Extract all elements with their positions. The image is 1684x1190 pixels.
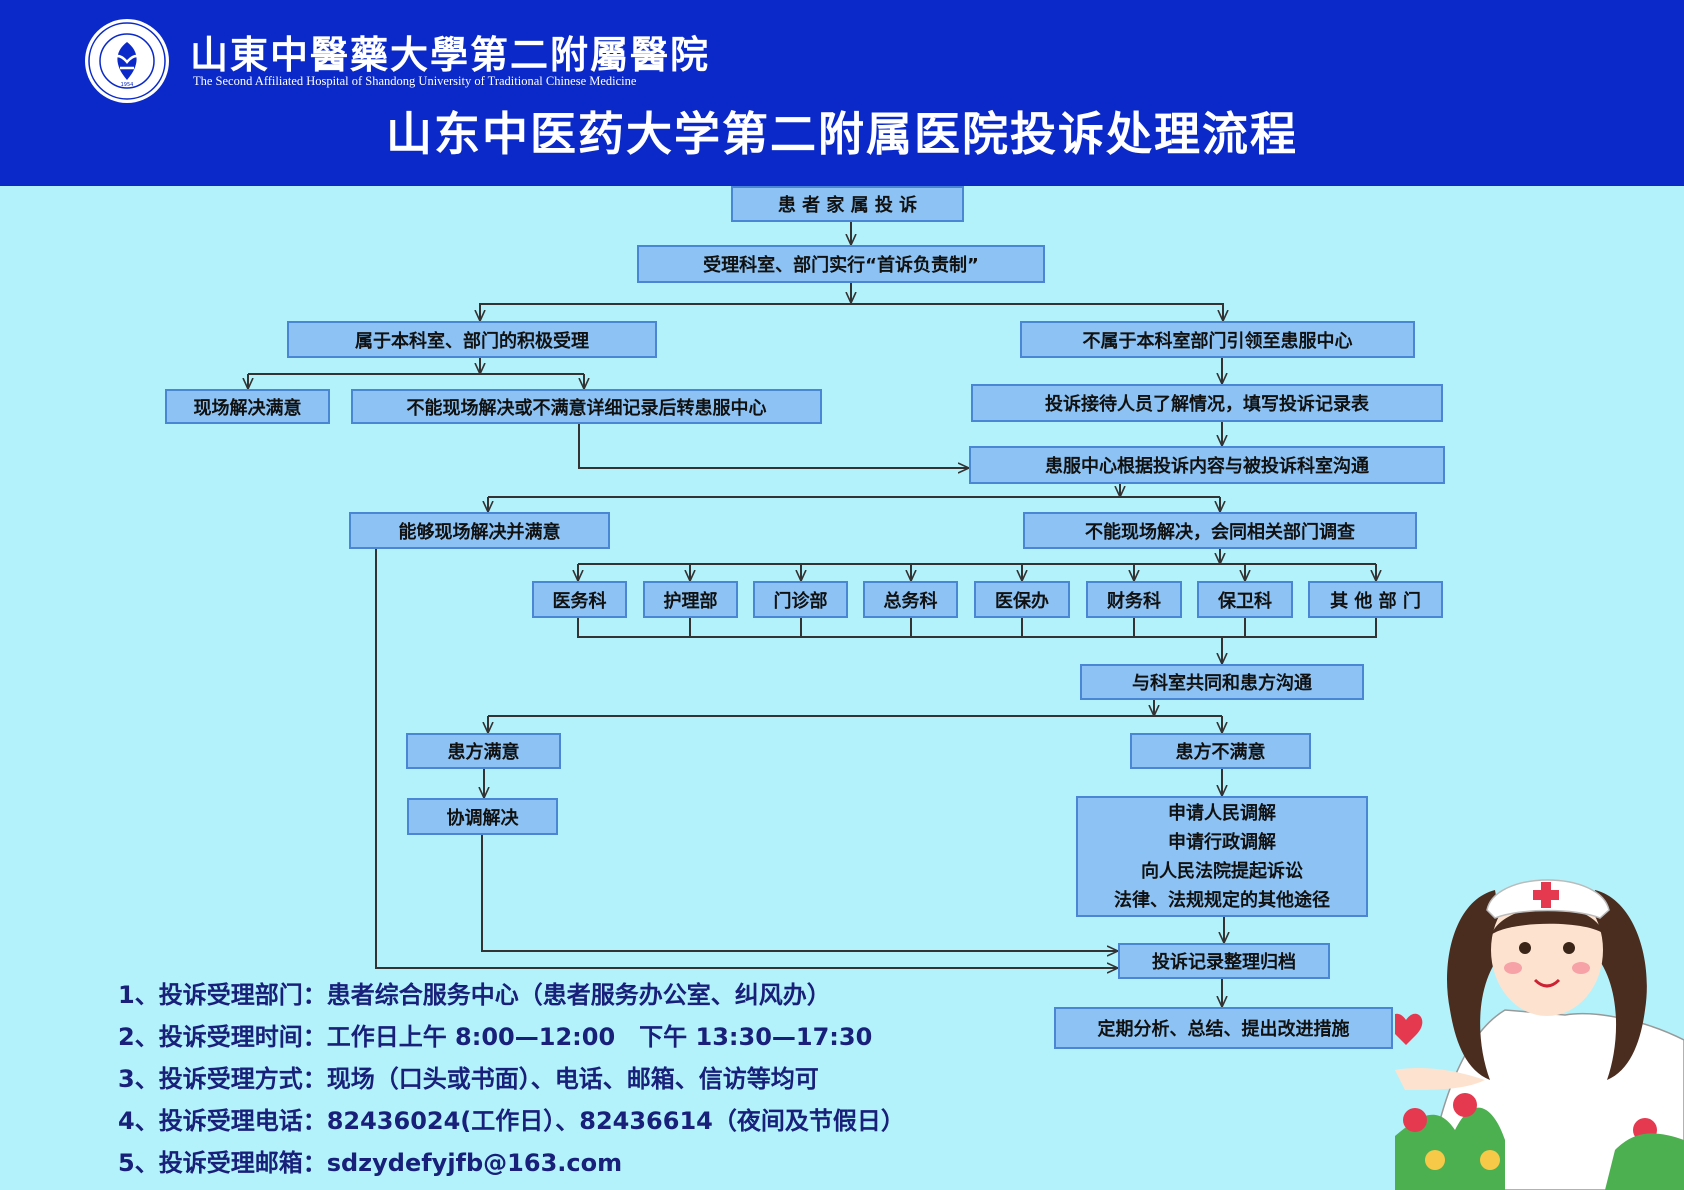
box-complaint: 患 者 家 属 投 诉 <box>731 186 964 222</box>
box-center-communicate: 患服中心根据投诉内容与被投诉科室沟通 <box>969 446 1445 484</box>
dept-box: 总务科 <box>863 581 958 618</box>
hospital-logo-icon: 1954 <box>85 19 169 103</box>
box-unsatisfied: 患方不满意 <box>1130 733 1311 769</box>
hospital-name-english: The Second Affiliated Hospital of Shando… <box>193 74 637 88</box>
dept-box: 医保办 <box>974 581 1070 618</box>
box-within-dept: 属于本科室、部门的积极受理 <box>287 321 657 358</box>
nurse-illustration-icon <box>1395 879 1684 1190</box>
dept-box: 其 他 部 门 <box>1308 581 1443 618</box>
remedy-item: 申请人民调解 <box>1168 802 1276 824</box>
box-first-responsibility: 受理科室、部门实行“首诉负责制” <box>637 245 1045 283</box>
dept-box: 保卫科 <box>1197 581 1293 618</box>
note-line: 3、投诉受理方式：现场（口头或书面）、电话、邮箱、信访等均可 <box>118 1065 819 1093</box>
box-staff-record: 投诉接待人员了解情况，填写投诉记录表 <box>971 384 1443 422</box>
box-archive: 投诉记录整理归档 <box>1118 943 1330 979</box>
dept-box: 门诊部 <box>753 581 848 618</box>
note-line: 5、投诉受理邮箱：sdzydefyjfb@163.com <box>118 1149 623 1177</box>
box-not-resolved-transfer: 不能现场解决或不满意详细记录后转患服中心 <box>351 389 822 424</box>
dept-box: 护理部 <box>643 581 738 618</box>
note-line: 4、投诉受理电话：82436024(工作日）、82436614（夜间及节假日） <box>118 1107 905 1135</box>
box-joint-communication: 与科室共同和患方沟通 <box>1080 664 1364 700</box>
svg-text:1954: 1954 <box>121 82 134 88</box>
dept-box: 财务科 <box>1086 581 1182 618</box>
remedy-item: 申请行政调解 <box>1168 831 1276 853</box>
box-not-within-dept: 不属于本科室部门引领至患服中心 <box>1020 321 1415 358</box>
box-improve: 定期分析、总结、提出改进措施 <box>1054 1007 1393 1049</box>
remedy-item: 法律、法规规定的其他途径 <box>1114 889 1330 911</box>
hospital-name: 山東中醫藥大學第二附屬醫院 <box>190 32 711 77</box>
box-satisfied: 患方满意 <box>406 733 561 769</box>
box-cannot-resolve: 不能现场解决，会同相关部门调查 <box>1023 512 1417 549</box>
box-can-resolve: 能够现场解决并满意 <box>349 512 610 549</box>
box-coordinate: 协调解决 <box>407 798 558 835</box>
header-banner: 1954 山東中醫藥大學第二附屬醫院 The Second Affiliated… <box>0 0 1684 186</box>
note-line: 2、投诉受理时间：工作日上午 8:00—12:00 下午 13:30—17:30 <box>118 1023 873 1051</box>
page-title: 山东中医药大学第二附属医院投诉处理流程 <box>386 107 1298 161</box>
box-remedies: 申请人民调解 申请行政调解 向人民法院提起诉讼 法律、法规规定的其他途径 <box>1076 796 1368 917</box>
box-resolved-on-site: 现场解决满意 <box>165 389 330 424</box>
note-line: 1、投诉受理部门：患者综合服务中心（患者服务办公室、纠风办） <box>118 981 831 1009</box>
remedy-item: 向人民法院提起诉讼 <box>1141 860 1303 882</box>
dept-box: 医务科 <box>532 581 627 618</box>
